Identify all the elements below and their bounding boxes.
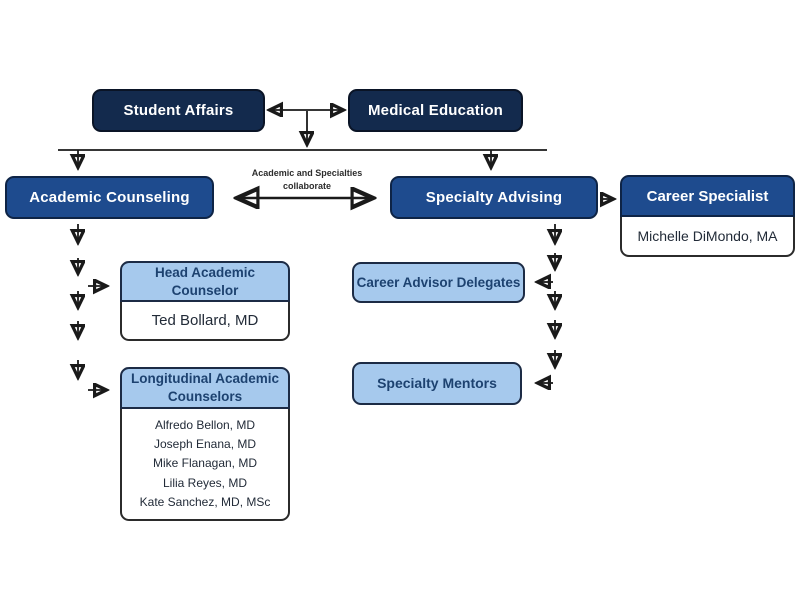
node-career-advisor-delegates: Career Advisor Delegates (352, 262, 525, 303)
node-specialty-advising: Specialty Advising (390, 176, 598, 219)
longitudinal-members-panel: Alfredo Bellon, MD Joseph Enana, MD Mike F… (120, 407, 290, 521)
node-longitudinal-academic-counselors: Longitudinal Academic Counselors (120, 367, 290, 409)
node-longitudinal-counselors-group: Longitudinal Academic Counselors Alfredo… (120, 367, 290, 521)
member-name: Lilia Reyes, MD (162, 475, 248, 490)
person-name: Ted Bollard, MD (151, 312, 259, 329)
node-specialty-mentors: Specialty Mentors (352, 362, 522, 405)
node-head-academic-counselor-group: Head Academic Counselor Ted Bollard, MD (120, 261, 290, 341)
head-counselor-person-panel: Ted Bollard, MD (120, 300, 290, 341)
node-student-affairs: Student Affairs (92, 89, 265, 132)
member-name: Joseph Enana, MD (153, 437, 257, 452)
member-name: Kate Sanchez, MD, MSc (139, 494, 271, 509)
node-career-specialist-group: Career Specialist Michelle DiMondo, MA (620, 175, 795, 257)
collaboration-note: Academic and Specialties collaborate (251, 168, 363, 192)
node-career-specialist: Career Specialist (620, 175, 795, 217)
node-head-academic-counselor: Head Academic Counselor (120, 261, 290, 302)
career-specialist-person-panel: Michelle DiMondo, MA (620, 215, 795, 257)
member-name: Mike Flanagan, MD (152, 456, 258, 471)
node-medical-education: Medical Education (348, 89, 523, 132)
member-name: Alfredo Bellon, MD (154, 418, 256, 432)
node-academic-counseling: Academic Counseling (5, 176, 214, 219)
person-name: Michelle DiMondo, MA (637, 228, 778, 244)
